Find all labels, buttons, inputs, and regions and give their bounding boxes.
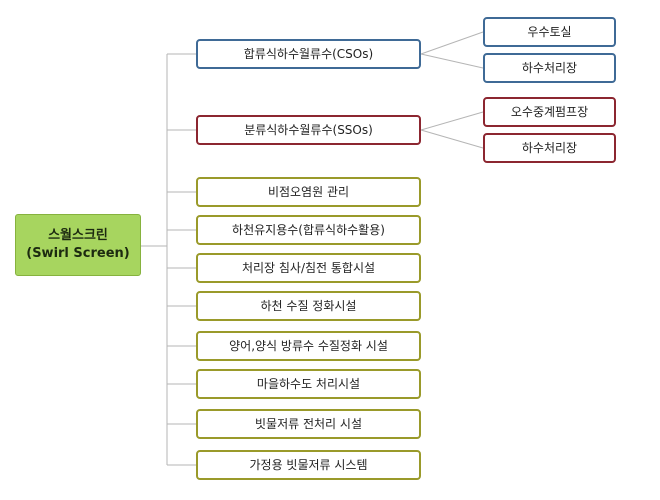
branch-river-purification: 하천 수질 정화시설 — [196, 291, 421, 321]
leaf-sso-treatment-plant: 하수처리장 — [483, 133, 616, 163]
root-node-swirl-screen: 스월스크린 (Swirl Screen) — [15, 214, 141, 276]
branch-aquaculture-effluent: 양어,양식 방류수 수질정화 시설 — [196, 331, 421, 361]
root-title: 스월스크린 — [48, 228, 108, 244]
branch-rainwater-pretreatment: 빗물저류 전처리 시설 — [196, 409, 421, 439]
branch-nonpoint-source: 비점오염원 관리 — [196, 177, 421, 207]
branch-home-rainwater-system: 가정용 빗물저류 시스템 — [196, 450, 421, 480]
leaf-sso-pump-station: 오수중계펌프장 — [483, 97, 616, 127]
branch-grit-settling-facility: 처리장 침사/침전 통합시설 — [196, 253, 421, 283]
branch-sso: 분류식하수월류수(SSOs) — [196, 115, 421, 145]
leaf-cso-treatment-plant: 하수처리장 — [483, 53, 616, 83]
branch-village-sewerage: 마을하수도 처리시설 — [196, 369, 421, 399]
root-subtitle: (Swirl Screen) — [26, 246, 130, 261]
branch-cso: 합류식하수월류수(CSOs) — [196, 39, 421, 69]
branch-river-maintenance-water: 하천유지용수(합류식하수활용) — [196, 215, 421, 245]
leaf-cso-overflow-chamber: 우수토실 — [483, 17, 616, 47]
